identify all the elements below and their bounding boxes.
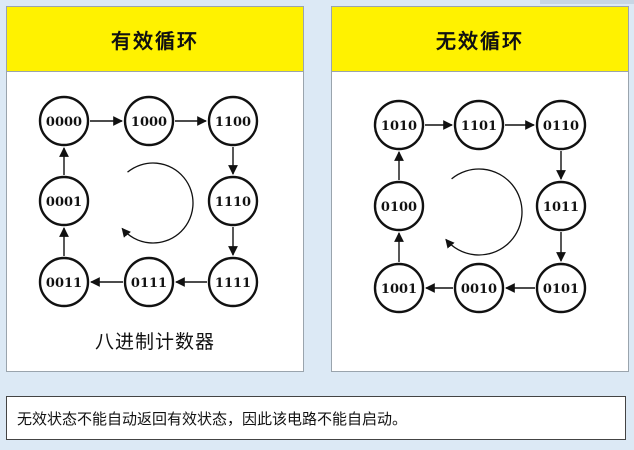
- conclusion-text: 无效状态不能自动返回有效状态，因此该电路不能自启动。: [17, 409, 408, 428]
- state-circle: [207, 95, 259, 147]
- top-decoration-strip: [540, 0, 634, 4]
- state-node-0000: 0000: [38, 95, 90, 147]
- state-node-0100: 0100: [373, 180, 425, 232]
- state-label: 1110: [215, 195, 251, 210]
- state-node-1110: 1110: [207, 175, 259, 227]
- octal-counter-caption: 八进制计数器: [94, 331, 215, 353]
- state-label: 0111: [131, 276, 167, 291]
- valid-cycle-title: 有效循环: [7, 7, 303, 72]
- state-label: 0011: [46, 276, 82, 291]
- state-label: 1001: [381, 282, 417, 297]
- state-node-0010: 0010: [453, 262, 505, 314]
- state-circle: [38, 256, 90, 308]
- state-circle: [453, 262, 505, 314]
- state-label: 0000: [46, 115, 82, 130]
- state-circle: [38, 95, 90, 147]
- state-circle: [535, 262, 587, 314]
- state-circle: [207, 256, 259, 308]
- state-node-0101: 0101: [535, 262, 587, 314]
- state-node-1011: 1011: [535, 180, 587, 232]
- state-label: 1101: [461, 119, 497, 134]
- state-circle: [535, 180, 587, 232]
- state-node-1101: 1101: [453, 99, 505, 151]
- conclusion-note: 无效状态不能自动返回有效状态，因此该电路不能自启动。: [6, 396, 626, 440]
- state-node-0111: 0111: [123, 256, 175, 308]
- state-node-0011: 0011: [38, 256, 90, 308]
- state-label: 0100: [381, 200, 417, 215]
- state-circle: [123, 256, 175, 308]
- state-node-1001: 1001: [373, 262, 425, 314]
- cycle-direction-arc: [121, 162, 194, 244]
- state-circle: [373, 180, 425, 232]
- state-label: 0001: [46, 195, 82, 210]
- invalid-cycle-state-diagram: 1010 1101 0110 1011 0101 0010 1001 0100: [373, 99, 587, 314]
- state-circle: [207, 175, 259, 227]
- state-label: 0010: [461, 282, 497, 297]
- state-node-0110: 0110: [535, 99, 587, 151]
- state-node-0001: 0001: [38, 175, 90, 227]
- state-circle: [535, 99, 587, 151]
- state-circle: [373, 99, 425, 151]
- state-node-1111: 1111: [207, 256, 259, 308]
- state-label: 1000: [131, 115, 167, 130]
- state-label: 1010: [381, 119, 417, 134]
- state-circle: [123, 95, 175, 147]
- state-label: 1011: [543, 200, 579, 215]
- valid-cycle-panel: 有效循环 0000 1000 1100 1110 1111 0111 0011 0001 八进…: [6, 6, 304, 372]
- state-node-1100: 1100: [207, 95, 259, 147]
- state-node-1000: 1000: [123, 95, 175, 147]
- state-circle: [38, 175, 90, 227]
- state-circle: [453, 99, 505, 151]
- state-label: 1111: [215, 276, 251, 291]
- state-label: 1100: [215, 115, 251, 130]
- invalid-cycle-panel: 无效循环 1010 1101 0110 1011 0101 0010 1001 0100: [331, 6, 629, 372]
- state-label: 0101: [543, 282, 579, 297]
- state-label: 0110: [543, 119, 579, 134]
- state-node-1010: 1010: [373, 99, 425, 151]
- state-circle: [373, 262, 425, 314]
- invalid-cycle-title: 无效循环: [332, 7, 628, 72]
- cycle-direction-arc: [445, 168, 523, 256]
- valid-cycle-state-diagram: 0000 1000 1100 1110 1111 0111 0011 0001: [38, 95, 259, 308]
